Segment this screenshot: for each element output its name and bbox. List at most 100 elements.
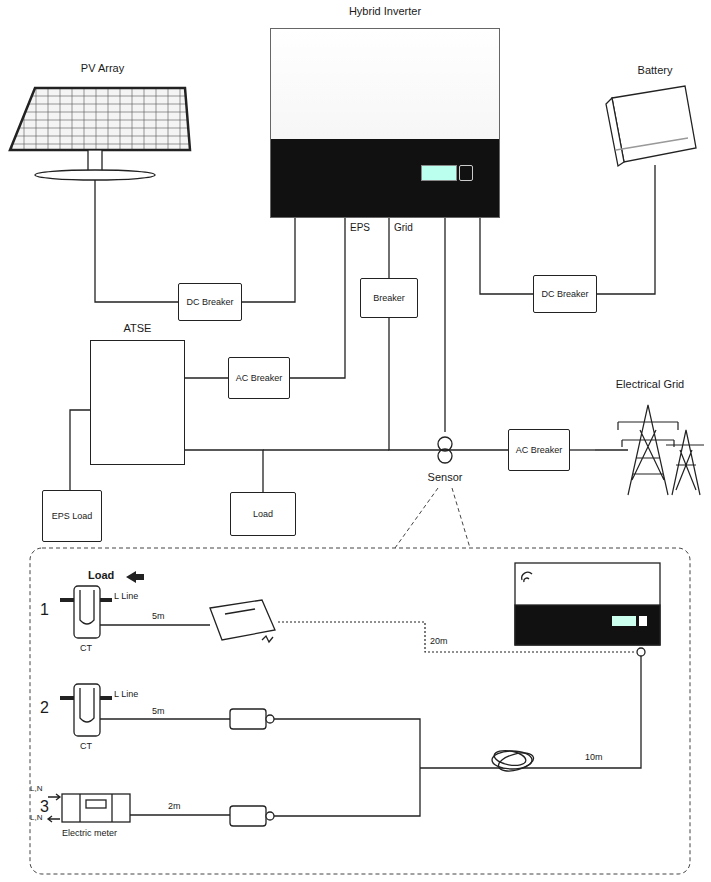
pv-panel-part [10, 88, 190, 150]
ct-clamp-part [60, 598, 74, 602]
small-inverter-part [515, 563, 660, 645]
battery-symbol-part [616, 138, 688, 150]
ct-clamp-part [100, 598, 112, 602]
adapter-part [230, 806, 266, 826]
battery-symbol [606, 86, 696, 166]
box-label: AC Breaker [236, 373, 283, 383]
small-inverter-part [612, 616, 636, 626]
pv-array: PV Array [10, 62, 195, 180]
length-label: 20m [430, 636, 448, 646]
wireless-meter [210, 600, 275, 642]
bus-wire-part [595, 449, 628, 450]
port-label: Grid [394, 222, 413, 233]
callout-number: 2 [40, 699, 49, 717]
wire-connector [597, 165, 655, 294]
length-label: 5m [152, 706, 165, 716]
small-inverter-part [515, 605, 660, 645]
sensor-symbol-part [438, 449, 452, 463]
length-label: 10m [585, 752, 603, 762]
atse-box: ATSE [90, 340, 185, 465]
ct-clamp-part [80, 688, 94, 722]
box-label: DC Breaker [186, 297, 233, 307]
callout-leader-part [30, 548, 690, 874]
wire-label: L Line [114, 689, 138, 699]
heading-label: Sensor [415, 471, 475, 484]
wireless-meter-part [210, 600, 275, 640]
heading-label: Electrical Grid [595, 378, 705, 391]
breaker-box: DC Breaker [533, 275, 597, 313]
small-inverter-part [522, 572, 532, 582]
wire-connector [444, 218, 445, 432]
battery-symbol-part [612, 86, 696, 162]
part-label: Electric meter [62, 828, 117, 838]
electrical-grid: Electrical Grid [595, 378, 705, 498]
electric-meter-part [79, 794, 80, 822]
callout-leader-part [395, 488, 438, 548]
electric-meter-part [130, 814, 230, 815]
wireless-meter-part [262, 636, 273, 642]
part-label: CT [80, 643, 92, 653]
wire-connector [388, 218, 389, 278]
breaker-box: DC Breaker [178, 283, 242, 321]
adapter-part [266, 715, 274, 723]
wire-connector [475, 449, 508, 450]
load-box: Load [230, 492, 296, 536]
small-inverter [515, 563, 660, 656]
adapter [230, 709, 274, 826]
callout-leader [30, 488, 690, 874]
cable-part [493, 748, 527, 767]
breaker-box: Breaker [360, 278, 418, 318]
wire-connector [70, 410, 90, 490]
display-band [271, 139, 499, 217]
wire-connector [290, 218, 345, 378]
box-label: DC Breaker [541, 289, 588, 299]
wireless-meter-part [225, 609, 255, 614]
pylon-symbol-part [618, 405, 678, 495]
ct-clamp-part [100, 696, 112, 700]
ct-clamp [60, 586, 210, 638]
wire-label: L Line [114, 591, 138, 601]
ct-clamp-part [74, 684, 100, 736]
pv-panel [10, 88, 190, 180]
electric-meter [48, 794, 230, 822]
pylon-symbol-part [666, 430, 704, 495]
adapter-part [266, 812, 274, 820]
wire-connector [95, 180, 178, 302]
keypad [459, 165, 473, 181]
box-label: AC Breaker [516, 445, 563, 455]
pv-panel-part [88, 150, 102, 172]
heading-label: ATSE [71, 322, 204, 334]
ct-clamp-part [74, 586, 100, 638]
inverter-box: Hybrid Inverter [270, 28, 500, 218]
callout-number: 1 [40, 601, 49, 619]
length-label: 5m [152, 611, 165, 621]
small-inverter-part [637, 648, 645, 656]
heading-label: Battery [605, 64, 705, 77]
breaker-box: AC Breaker [228, 357, 290, 399]
wire-connector [480, 218, 533, 294]
battery-symbol-part [606, 98, 624, 166]
box-label: EPS Load [52, 511, 93, 521]
wire-label: L,N [30, 813, 42, 822]
wire-connector [185, 377, 228, 378]
port-label: EPS [350, 222, 370, 233]
callout-leader-part [452, 488, 470, 548]
sensor-symbol [438, 437, 452, 463]
cable-part [274, 656, 641, 816]
small-inverter-part [639, 616, 647, 626]
ct-clamp-part [100, 718, 230, 719]
ct-clamp [60, 684, 230, 736]
ct-clamp-part [80, 590, 94, 624]
ct-clamp-part [60, 696, 74, 700]
wire-connector [242, 218, 295, 302]
sensor: Sensor [415, 432, 475, 484]
direction-label: Load [88, 569, 114, 581]
heading-label: Hybrid Inverter [251, 5, 519, 17]
part-label: CT [80, 741, 92, 751]
electric-meter-part [62, 794, 130, 822]
battery: Battery [605, 64, 705, 165]
electric-meter-part [48, 794, 60, 822]
wire-connector [570, 449, 595, 450]
box-label: Load [253, 509, 273, 519]
load-box: EPS Load [42, 490, 102, 542]
